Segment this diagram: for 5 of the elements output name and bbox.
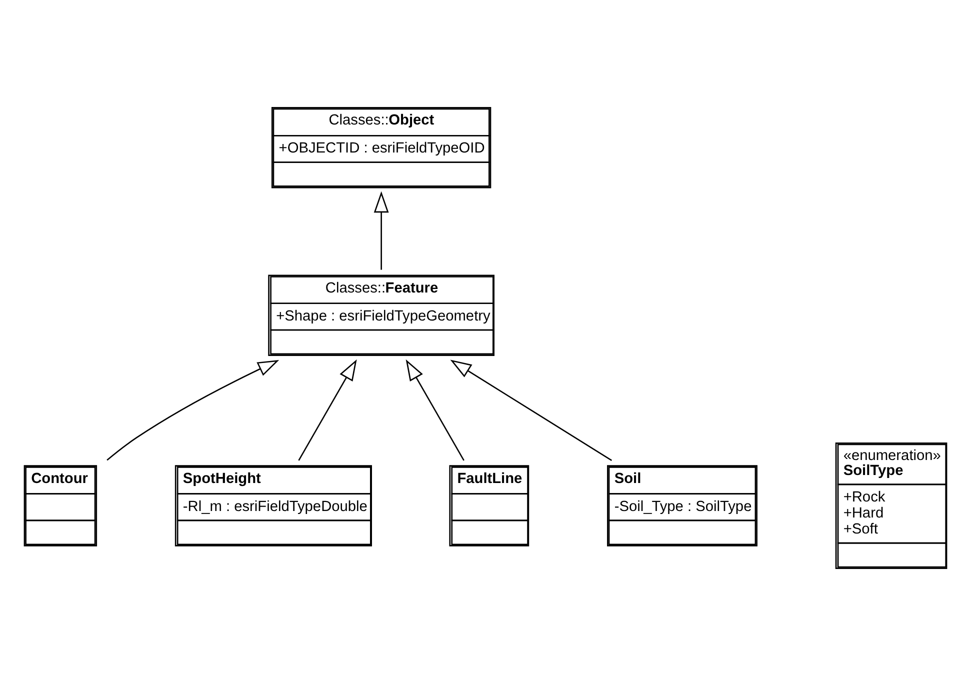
arrow bbox=[450, 359, 612, 460]
arrow bbox=[298, 358, 357, 460]
arrow bbox=[406, 358, 464, 460]
arrow bbox=[374, 190, 389, 270]
arrow bbox=[106, 359, 280, 460]
